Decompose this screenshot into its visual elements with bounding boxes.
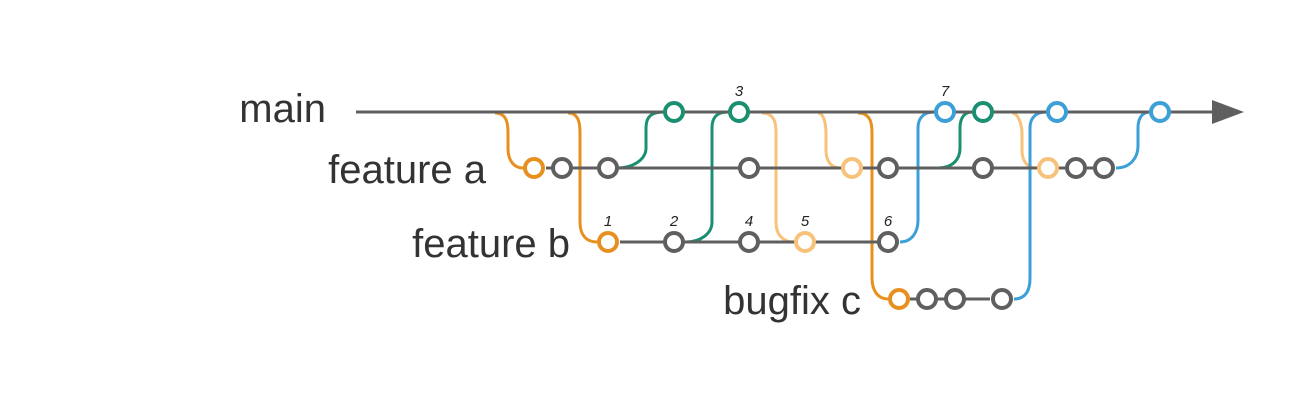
- connector-feature-a-to-main-green: [617, 110, 665, 170]
- commit-number-label: 2: [669, 213, 679, 230]
- commit-main: [972, 101, 994, 123]
- branch-label-main: main: [239, 87, 326, 131]
- commit-main: [663, 101, 685, 123]
- commit-feature-a: [1093, 157, 1115, 179]
- branch-label-feature-b: feature b: [412, 222, 570, 266]
- commit-bugfix-c: [916, 288, 938, 310]
- commit-number-label: 5: [801, 213, 810, 230]
- commit-feature-a: [877, 157, 899, 179]
- commit-feature-a: [972, 157, 994, 179]
- main-arrow-head: [1212, 100, 1244, 124]
- commit-number-label: 4: [745, 213, 753, 230]
- commit-number-label: 3: [735, 83, 744, 100]
- connector-main-to-feature-b-light: [761, 111, 795, 244]
- commit-main: [1046, 101, 1068, 123]
- commit-bugfix-c: [991, 288, 1013, 310]
- connector-main-to-feature-b: [567, 111, 598, 244]
- connector-main-to-feature-a: [494, 111, 524, 170]
- commit-feature-b-5: [794, 231, 816, 253]
- commit-feature-b-6: [877, 231, 899, 253]
- commit-feature-a: [551, 157, 573, 179]
- commit-number-label: 6: [884, 213, 893, 230]
- connector-main-to-feature-a-light: [817, 111, 841, 170]
- commit-bugfix-c: [888, 288, 910, 310]
- commit-feature-a: [597, 157, 619, 179]
- connector-bugfix-c-to-main-blue: [1013, 110, 1047, 301]
- commit-feature-a: [738, 157, 760, 179]
- commit-feature-a: [523, 157, 545, 179]
- commit-feature-a: [1065, 157, 1087, 179]
- commit-number-label: 7: [941, 83, 950, 100]
- commit-feature-b-4: [738, 231, 760, 253]
- connector-feature-b-to-main-blue: [899, 110, 935, 244]
- commit-main-7: [934, 101, 956, 123]
- branch-label-feature-a: feature a: [328, 148, 487, 192]
- commit-main: [1149, 101, 1171, 123]
- commit-feature-b-2: [663, 231, 685, 253]
- commit-feature-a: [1037, 157, 1059, 179]
- commit-number-label: 1: [604, 213, 612, 230]
- commit-main-3: [728, 101, 750, 123]
- branch-label-bugfix-c: bugfix c: [723, 279, 861, 323]
- commit-feature-a: [841, 157, 863, 179]
- commit-bugfix-c: [944, 288, 966, 310]
- connector-feature-b-to-main-green: [685, 110, 729, 244]
- connector-feature-a-to-main-blue: [1115, 110, 1151, 170]
- connector-main-to-bugfix-c: [857, 111, 889, 301]
- commit-feature-b-1: [597, 231, 619, 253]
